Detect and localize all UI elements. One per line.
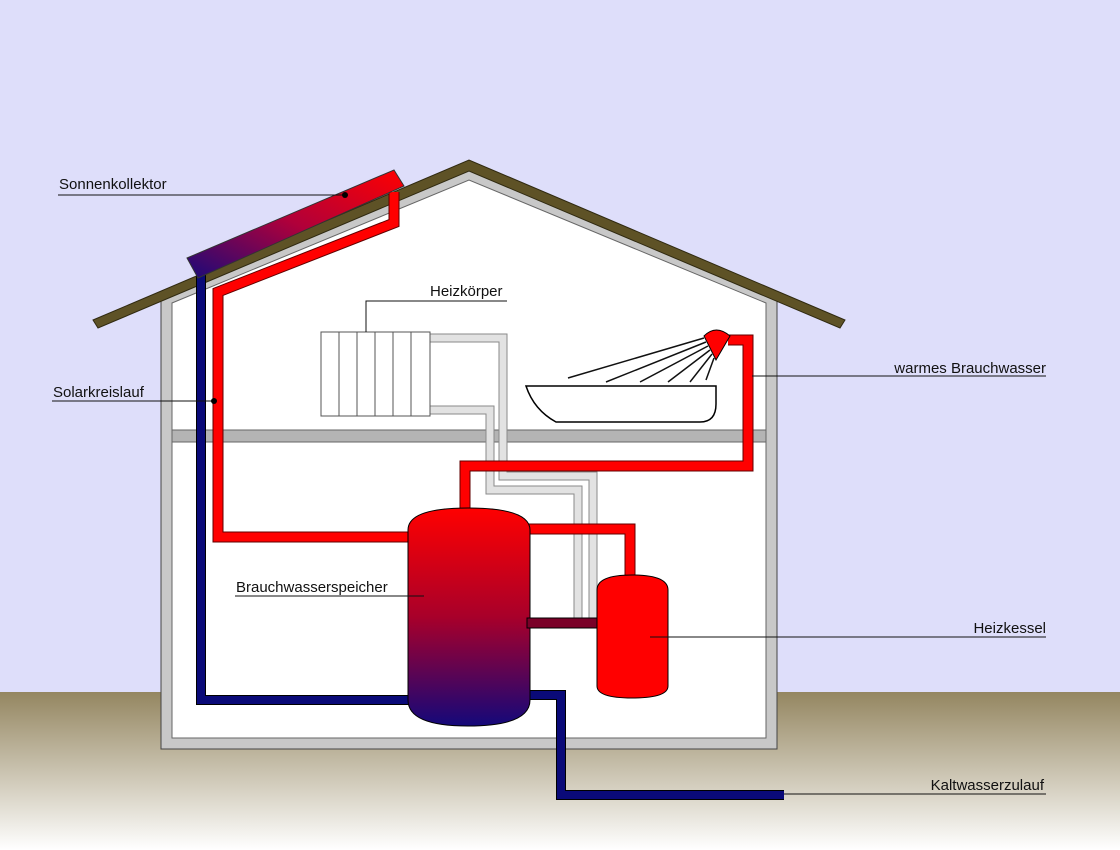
radiator [320, 331, 431, 417]
label-heizkessel: Heizkessel [973, 620, 1046, 637]
label-brauchwasserspeicher: Brauchwasserspeicher [236, 579, 388, 596]
house-floor-slab [171, 429, 767, 443]
storage-tank [407, 507, 531, 727]
label-kaltwasserzulauf: Kaltwasserzulauf [931, 777, 1045, 794]
leader-dot-solarkreislauf [211, 398, 217, 404]
boiler-return-pipe [526, 617, 603, 629]
cold-water-supply-pipe-inner [518, 691, 784, 799]
solar-return-pipe-inner [197, 262, 410, 704]
leader-heizkoerper [365, 300, 507, 332]
hot-water-pipe-inner [460, 335, 753, 508]
roof [92, 159, 846, 329]
label-sonnenkollektor: Sonnenkollektor [59, 176, 167, 193]
label-solarkreislauf: Solarkreislauf [53, 384, 145, 401]
label-heizkoerper: Heizkörper [430, 283, 503, 300]
labels: Sonnenkollektor Solarkreislauf Heizkörpe… [53, 176, 1046, 794]
boiler [596, 574, 669, 699]
boiler-flow-pipe-inner [525, 524, 635, 582]
label-warmes-brauchwasser: warmes Brauchwasser [893, 360, 1046, 377]
bathtub [524, 385, 717, 423]
leader-dot-sonnenkollektor [342, 192, 348, 198]
shower [567, 329, 731, 383]
solar-collector [186, 169, 405, 279]
solar-flow-pipe-inner [213, 192, 412, 542]
shower-head-icon [703, 329, 731, 362]
leaders [52, 192, 1046, 795]
